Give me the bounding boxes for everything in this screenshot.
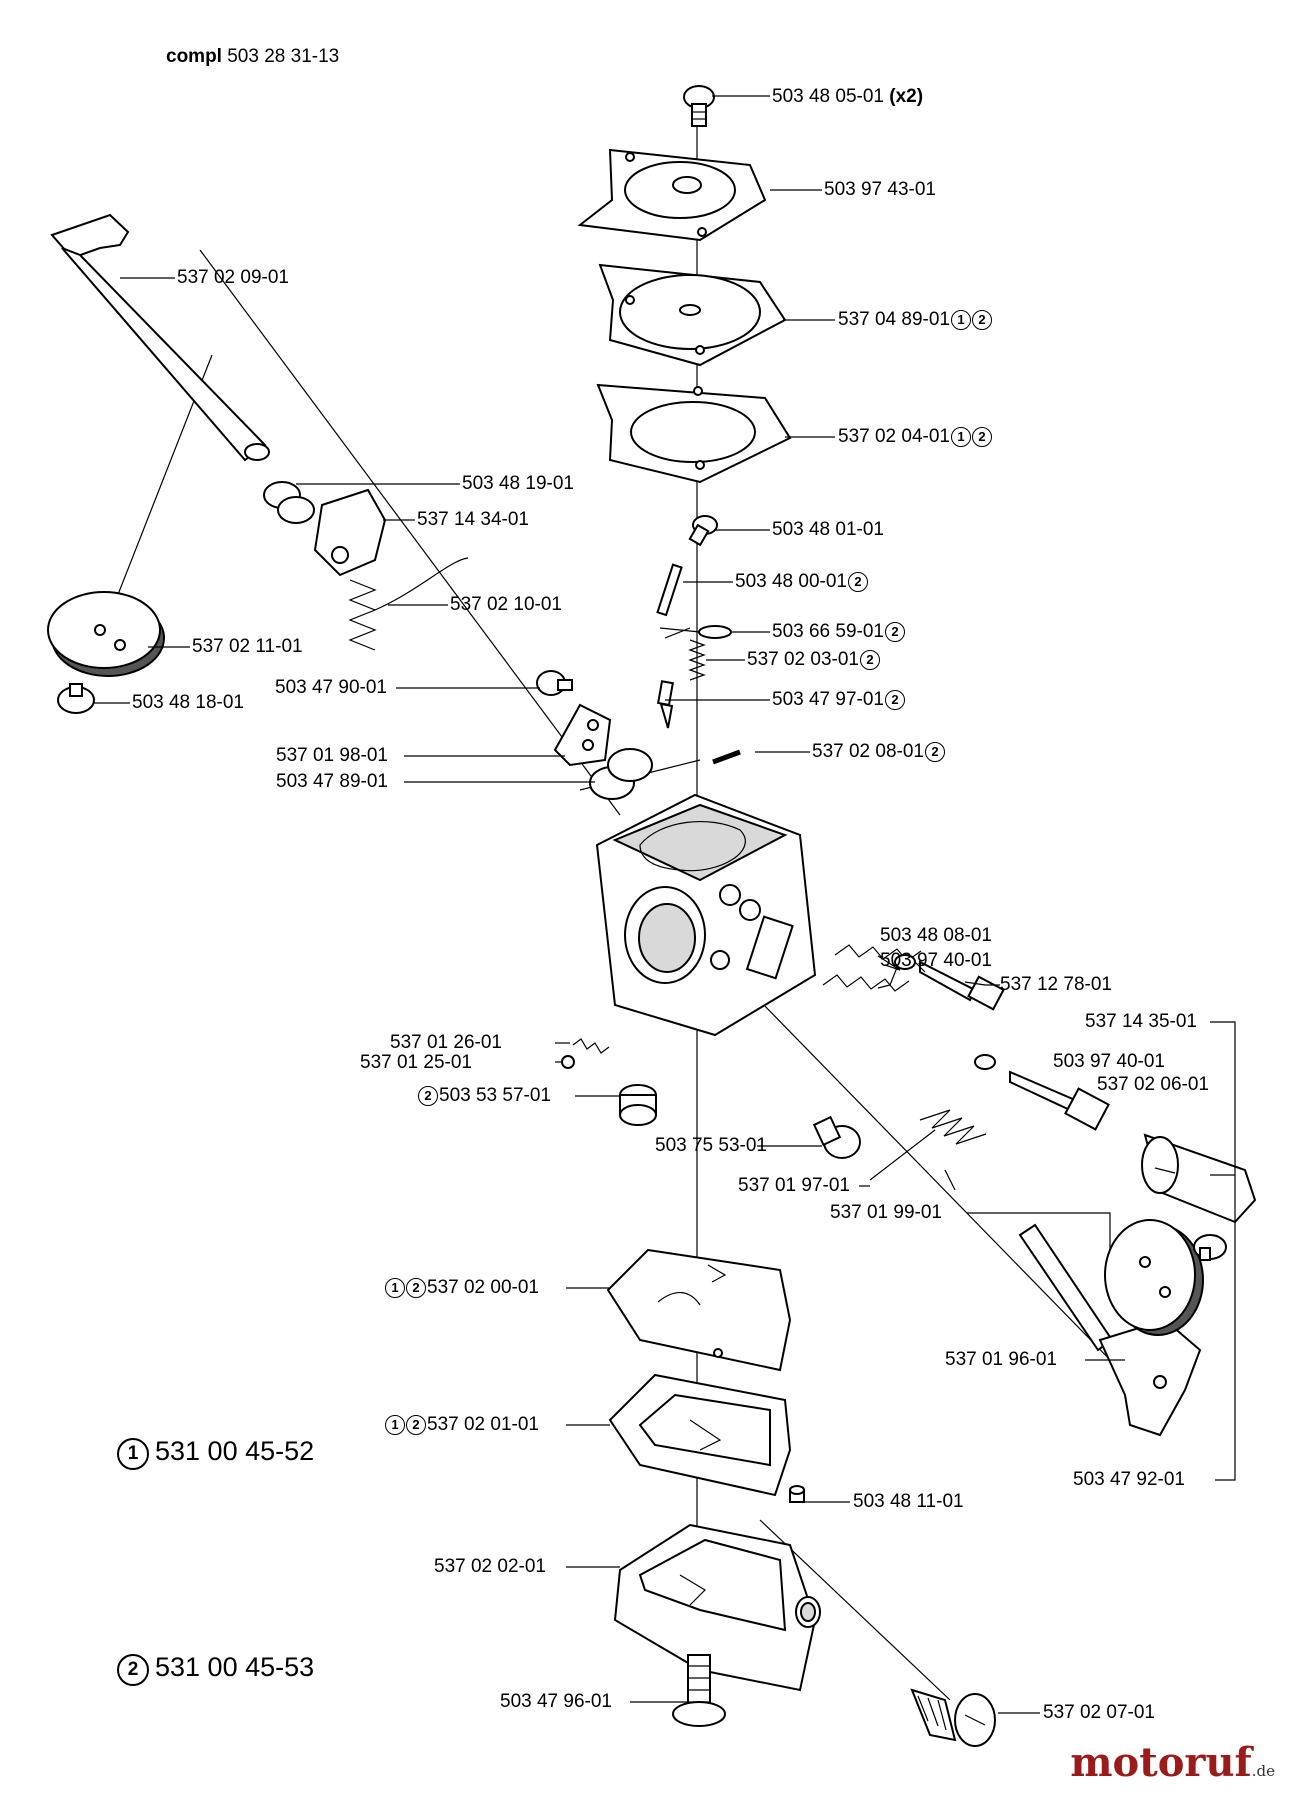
metering-diaphragm-part — [606, 1248, 792, 1372]
carburetor-body-part — [595, 793, 817, 1037]
compl-number: 503 28 31-13 — [227, 46, 340, 67]
part-label: 503 48 05-01 (x2) — [772, 86, 924, 107]
choke-plate-part — [1104, 1219, 1204, 1336]
part-label: 537 01 96-01 — [945, 1349, 1057, 1370]
part-label: 503 48 11-01 — [853, 1491, 964, 1512]
ball-part — [561, 1055, 575, 1069]
assembly-compl-title: compl 503 28 31-13 — [166, 46, 339, 68]
part-label: 503 48 18-01 — [132, 692, 244, 713]
part-label: 537 01 97-01 — [738, 1175, 850, 1196]
stop-screw-part — [536, 670, 573, 696]
choke-screw-part — [1193, 1234, 1227, 1261]
choke-spring-part — [869, 1109, 987, 1191]
stop-lever-part — [553, 703, 612, 767]
part-label: 503 48 01-01 — [772, 519, 884, 540]
part-label: 537 02 11-01 — [192, 636, 303, 657]
washer-lower-part — [974, 1054, 996, 1070]
choke-knob-part — [1141, 1133, 1257, 1224]
adjust-spring-lower-part — [822, 974, 910, 992]
throttle-plate-part — [47, 591, 165, 677]
part-label: 537 02 02-01 — [434, 1556, 546, 1577]
part-label: 537 02 07-01 — [1043, 1702, 1155, 1723]
gasket-part — [596, 383, 792, 484]
part-label: 503 97 40-01 — [880, 950, 992, 971]
lever-bushing-part — [589, 748, 653, 800]
diaphragm-part — [598, 263, 787, 367]
plug-part — [712, 749, 741, 765]
part-label: 537 01 99-01 — [830, 1202, 942, 1223]
part-label: 537 02 10-01 — [450, 594, 562, 615]
pivot-screw-part — [688, 515, 718, 547]
pump-cover-part — [577, 148, 767, 242]
small-spring-part — [572, 1038, 610, 1054]
metering-gasket-part — [608, 1373, 792, 1497]
inlet-needle-part — [657, 680, 674, 729]
part-label: 537 12 78-01 — [1000, 974, 1112, 995]
throttle-lever-part — [313, 488, 387, 577]
top-screw-part — [683, 85, 715, 127]
brand-watermark: motoruf.de — [1070, 1739, 1275, 1786]
leader-lines — [94, 95, 1236, 1714]
plate-screw-part — [57, 683, 95, 714]
throttle-shaft-part — [50, 213, 270, 462]
choke-axis-line — [719, 959, 1121, 1371]
part-label: 537 02 09-01 — [177, 267, 289, 288]
metering-cover-part — [613, 1523, 821, 1692]
lever-part — [659, 625, 732, 639]
idle-needle-part — [919, 960, 1005, 1011]
part-label: 503 47 89-01 — [276, 771, 388, 792]
throttle-bushing-part — [263, 481, 315, 524]
part-label: 537 01 98-01 — [276, 745, 388, 766]
fitting-screw-part — [910, 1688, 996, 1747]
pin-part — [656, 563, 683, 617]
cover-screw-part — [672, 1654, 726, 1727]
part-label: 537 14 34-01 — [417, 509, 529, 530]
part-label: 503 47 96-01 — [500, 1691, 612, 1712]
part-label: 537 01 25-01 — [360, 1052, 472, 1073]
plug-screw-part — [812, 1115, 861, 1159]
filter-plug-part — [789, 1485, 805, 1503]
screen-part — [619, 1084, 657, 1126]
needle-spring-part — [688, 639, 706, 681]
part-label: 503 97 43-01 — [824, 179, 936, 200]
part-label: 537 14 35-01 — [1085, 1011, 1197, 1032]
part-label: 503 75 53-01 — [655, 1135, 767, 1156]
throttle-axis-line — [199, 249, 621, 816]
part-label: 503 97 40-01 — [1053, 1051, 1165, 1072]
main-needle-part — [1009, 1070, 1110, 1131]
part-label: 537 02 06-01 — [1097, 1074, 1209, 1095]
part-label: 503 48 08-01 — [880, 925, 992, 946]
throttle-spring-part — [348, 557, 469, 651]
part-label: 503 47 90-01 — [275, 677, 387, 698]
part-label: 503 48 19-01 — [462, 473, 574, 494]
part-label: 537 01 26-01 — [390, 1032, 502, 1053]
compl-label: compl — [166, 46, 222, 67]
part-label: 503 47 92-01 — [1073, 1469, 1185, 1490]
